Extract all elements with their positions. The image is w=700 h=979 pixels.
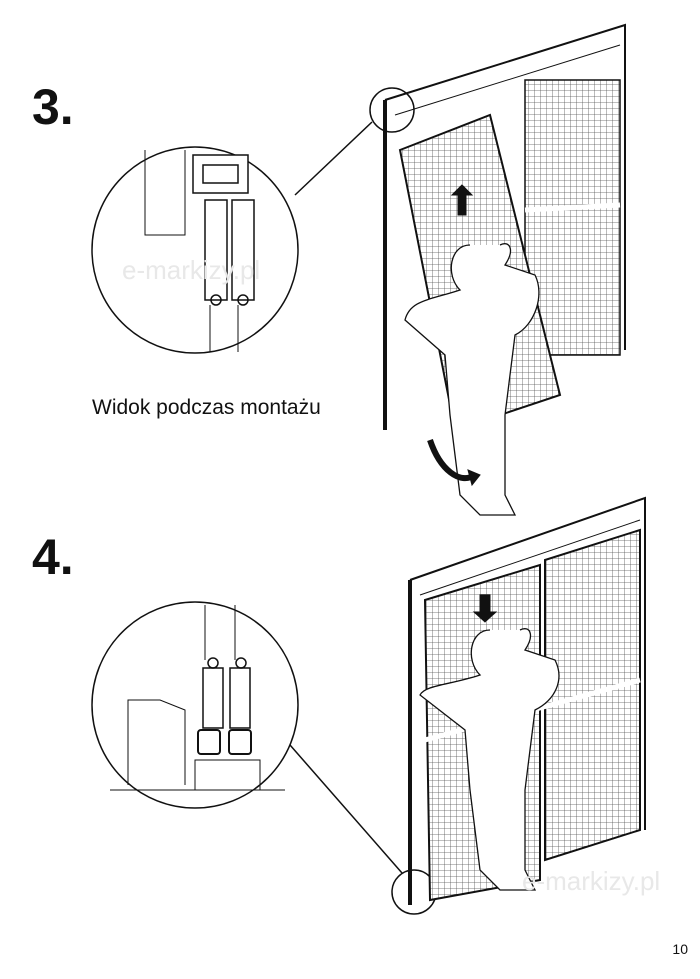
- watermark: e-markizy.pl: [522, 866, 661, 896]
- detail-circle-step3: [91, 87, 415, 354]
- detail-caption: Widok podczas montażu: [92, 396, 321, 419]
- door-illustration-step4: [408, 496, 646, 905]
- page-number: 10: [672, 941, 688, 957]
- door-illustration-step3: [383, 23, 626, 516]
- step-number-3: 3.: [32, 79, 74, 135]
- detail-circle-step4: [91, 601, 437, 915]
- watermark: e-markizy.pl: [122, 255, 261, 285]
- step-number-4: 4.: [32, 529, 74, 585]
